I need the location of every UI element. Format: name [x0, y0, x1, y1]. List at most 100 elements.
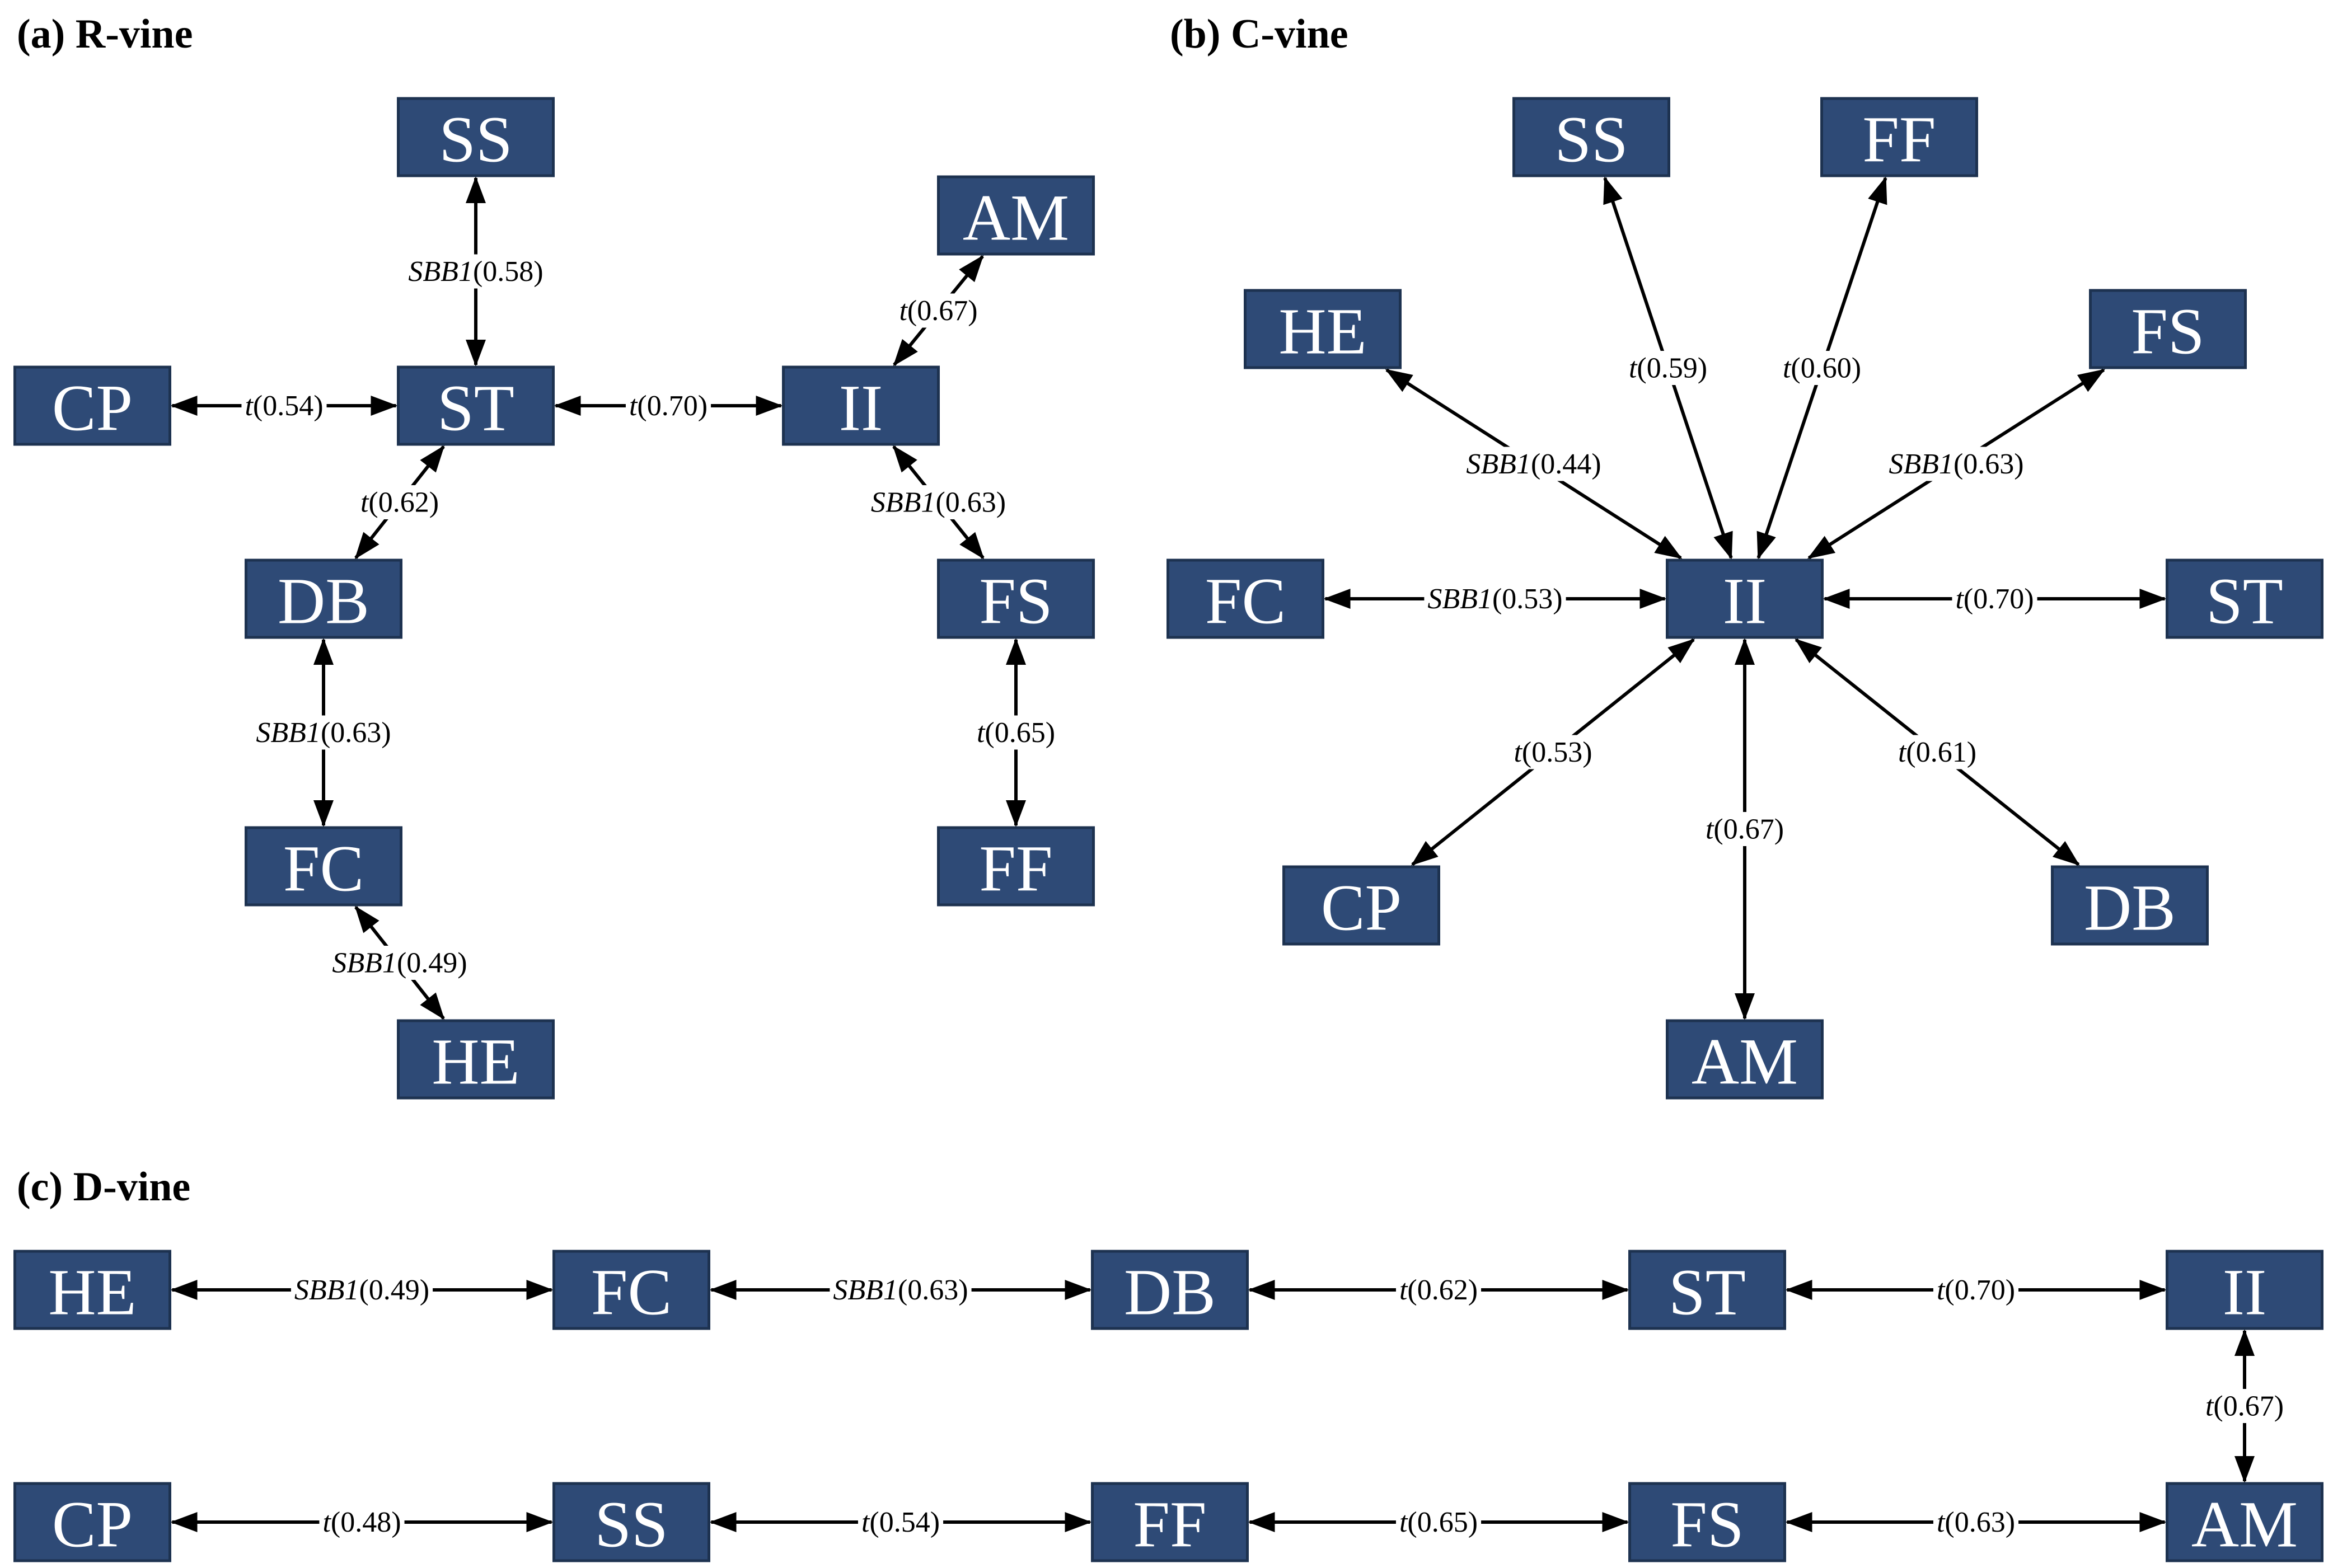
- node-box: [13, 365, 171, 446]
- edge-label-background: [867, 485, 1010, 519]
- node-label: DB: [278, 565, 369, 638]
- node-label: FS: [979, 565, 1052, 638]
- edge-label-c-ii-am: t(0.67): [2205, 1390, 2284, 1422]
- node-box: [937, 558, 1095, 639]
- edge-value: (0.62): [368, 486, 439, 518]
- edge-value: (0.60): [1791, 352, 1861, 384]
- node-c-cp: CP: [13, 1482, 171, 1562]
- node-a-ii: II: [782, 365, 940, 446]
- edge-label-background: [252, 715, 395, 750]
- node-label: II: [839, 372, 883, 445]
- edge-family: t: [861, 1506, 870, 1538]
- node-label: FS: [1670, 1488, 1744, 1561]
- edge-family: t: [1706, 813, 1714, 845]
- edge-label-background: [858, 1505, 944, 1539]
- node-box: [1091, 1482, 1249, 1562]
- edge-label-background: [1933, 1273, 2019, 1307]
- node-label: HE: [432, 1025, 519, 1098]
- edge-label-c-ss-ff: t(0.54): [861, 1506, 940, 1538]
- edge-value: (0.63): [1945, 1506, 2015, 1538]
- edge-family: SBB1: [332, 947, 397, 979]
- edge-family: t: [1399, 1274, 1408, 1306]
- node-box: [1512, 97, 1670, 177]
- node-box: [13, 1482, 171, 1562]
- edge-value: (0.59): [1637, 352, 1707, 384]
- node-a-he: HE: [397, 1019, 555, 1100]
- edge-label-b-ii-am: t(0.67): [1706, 813, 1784, 845]
- edge-label-b-ii-fc: SBB1(0.53): [1427, 583, 1562, 615]
- node-label: AM: [1692, 1025, 1798, 1098]
- edge-label-a-st-ii: t(0.70): [629, 390, 708, 422]
- edge-label-background: [1952, 581, 2037, 616]
- node-box: [1091, 1250, 1249, 1330]
- edge-label-background: [241, 388, 327, 423]
- node-box: [1166, 558, 1324, 639]
- edge-label-background: [1885, 447, 2027, 481]
- edge-label-background: [1894, 735, 1980, 769]
- edge-value: (0.70): [1945, 1274, 2015, 1306]
- node-box: [1628, 1250, 1786, 1330]
- edge-value: (0.61): [1906, 736, 1976, 768]
- node-label: CP: [52, 372, 133, 445]
- node-label: FC: [1205, 565, 1286, 638]
- panel-title-c: (c) D-vine: [17, 1164, 190, 1210]
- edge-family: t: [1514, 736, 1522, 768]
- node-label: CP: [1321, 871, 1402, 945]
- node-box: [397, 1019, 555, 1100]
- edge-label-background: [830, 1273, 972, 1307]
- edge-label-a-fs-ff: t(0.65): [977, 717, 1055, 749]
- panel-title-a: (a) R-vine: [17, 11, 193, 57]
- node-box: [937, 826, 1095, 907]
- node-b-he: HE: [1244, 289, 1402, 369]
- node-label: II: [2223, 1256, 2267, 1329]
- edge-family: t: [1937, 1506, 1946, 1538]
- edge-value: (0.70): [637, 390, 708, 422]
- edge-family: SBB1: [294, 1274, 359, 1306]
- node-label: AM: [963, 181, 1069, 255]
- node-box: [1666, 558, 1824, 639]
- edge-family: SBB1: [871, 486, 936, 518]
- node-label: FF: [1133, 1488, 1206, 1561]
- edge-label-b-ii-cp: t(0.53): [1514, 736, 1592, 768]
- edge-label-b-ii-fs: SBB1(0.63): [1889, 448, 2023, 480]
- edge-family: SBB1: [833, 1274, 898, 1306]
- edge-label-background: [1463, 447, 1605, 481]
- node-a-fc: FC: [245, 826, 402, 907]
- node-a-db: DB: [245, 558, 402, 639]
- node-box: [1244, 289, 1402, 369]
- edge-family: SBB1: [1466, 448, 1531, 480]
- edge-family: t: [1937, 1274, 1946, 1306]
- edge-label-c-fs-am: t(0.63): [1937, 1506, 2015, 1538]
- edge-label-b-ii-ss: t(0.59): [1629, 352, 1707, 384]
- node-box: [13, 1250, 171, 1330]
- edge-label-background: [405, 254, 547, 289]
- node-b-ss: SS: [1512, 97, 1670, 177]
- node-b-db: DB: [2051, 865, 2209, 946]
- edge-label-a-ss-st: SBB1(0.58): [408, 256, 543, 288]
- node-label: SS: [439, 103, 512, 176]
- node-label: HE: [48, 1256, 136, 1329]
- node-box: [1628, 1482, 1786, 1562]
- edge-value: (0.67): [1713, 813, 1784, 845]
- edge-family: SBB1: [256, 717, 321, 749]
- edge-label-b-ii-st: t(0.70): [1955, 583, 2034, 615]
- node-a-am: AM: [937, 175, 1095, 256]
- edge-family: t: [1898, 736, 1907, 768]
- node-c-am: AM: [2166, 1482, 2323, 1562]
- edge-value: (0.62): [1407, 1274, 1478, 1306]
- node-box: [397, 97, 555, 177]
- edge-value: (0.54): [253, 390, 324, 422]
- node-c-he: HE: [13, 1250, 171, 1330]
- edge-value: (0.53): [1492, 583, 1563, 615]
- node-box: [2089, 289, 2247, 369]
- node-b-cp: CP: [1282, 865, 1440, 946]
- edge-label-a-am-ii: t(0.67): [899, 295, 977, 327]
- edge-label-a-st-db: t(0.62): [360, 486, 439, 518]
- edge-label-b-ii-ff: t(0.60): [1783, 352, 1861, 384]
- edge-family: t: [2205, 1390, 2214, 1422]
- edge-label-c-st-ii: t(0.70): [1937, 1274, 2015, 1306]
- edge-label-background: [329, 946, 471, 980]
- edge-label-background: [319, 1505, 405, 1539]
